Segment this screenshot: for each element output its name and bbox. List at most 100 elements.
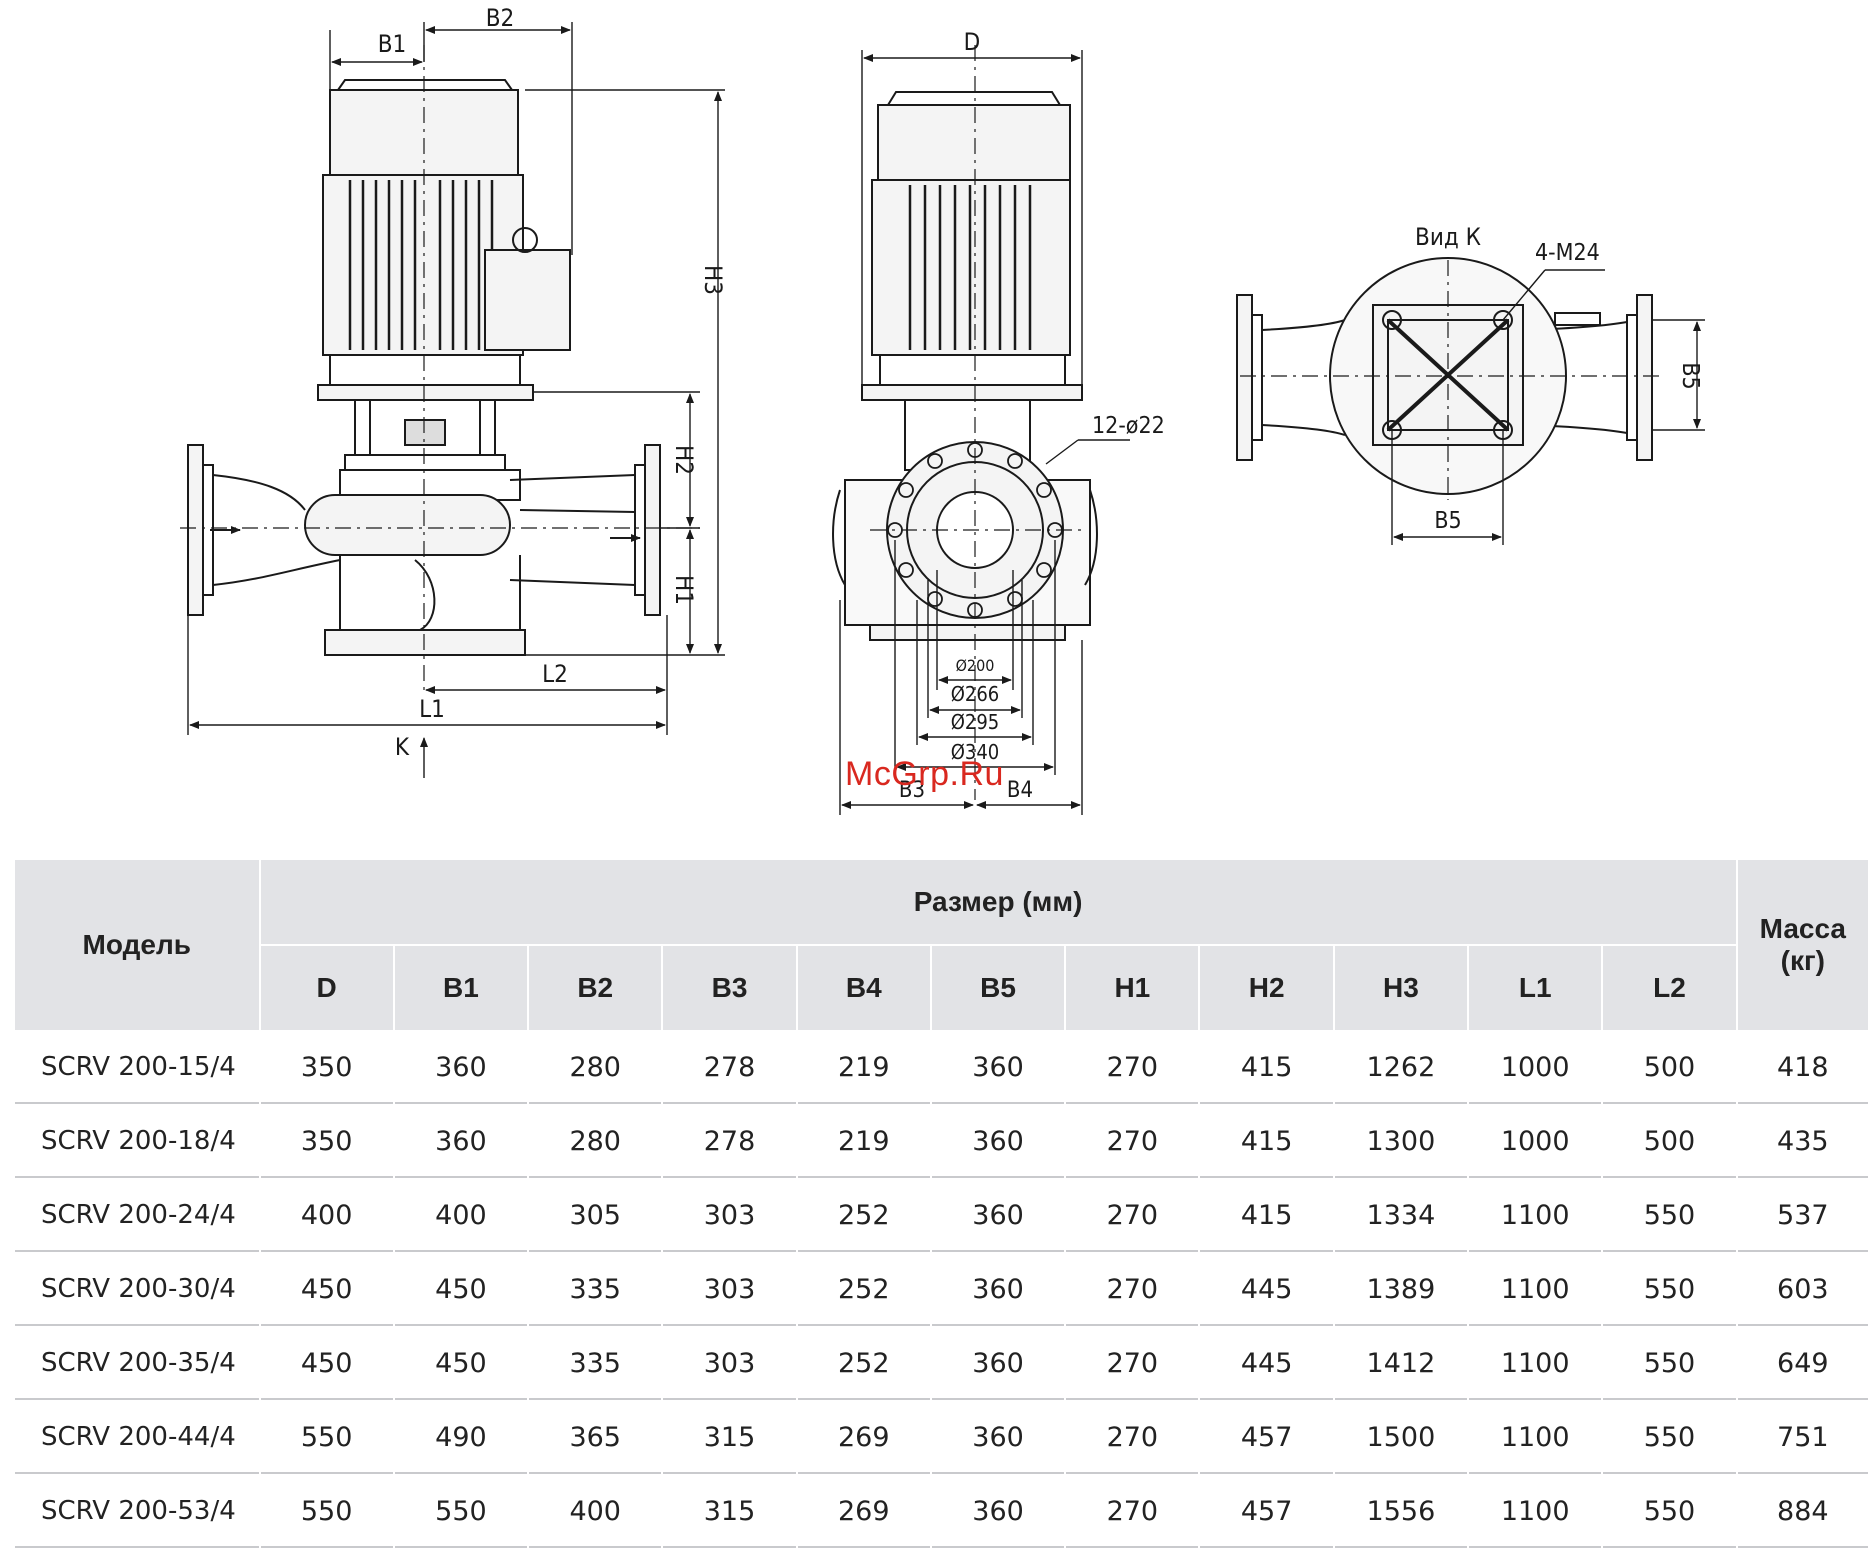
column-header: B1 — [394, 946, 528, 1030]
dimension-cell: 490 — [394, 1402, 528, 1474]
label-b3: B3 — [899, 778, 925, 803]
dimension-cell: 415 — [1200, 1106, 1333, 1178]
mass-cell: 884 — [1737, 1476, 1868, 1548]
front-view — [832, 45, 1098, 800]
column-header: B5 — [931, 946, 1065, 1030]
header-mass-line1: Масса — [1759, 913, 1846, 944]
label-view-k: Вид К — [1415, 223, 1481, 251]
column-header: H3 — [1334, 946, 1468, 1030]
mass-cell: 435 — [1737, 1106, 1868, 1178]
column-header: L2 — [1603, 946, 1736, 1030]
dimension-cell: 550 — [260, 1476, 393, 1548]
model-cell: SCRV 200-18/4 — [15, 1106, 259, 1178]
dimension-cell: 400 — [394, 1180, 528, 1252]
label-b2: B2 — [486, 4, 515, 32]
column-header: B3 — [663, 946, 796, 1030]
dimension-cell: 269 — [797, 1402, 930, 1474]
dimension-cell: 550 — [1603, 1476, 1736, 1548]
dimension-cell: 1500 — [1334, 1402, 1468, 1474]
model-cell: SCRV 200-30/4 — [15, 1254, 259, 1326]
dimension-cell: 450 — [394, 1328, 528, 1400]
dimension-cell: 303 — [663, 1254, 796, 1326]
dimension-cell: 445 — [1200, 1328, 1333, 1400]
front-view-labels: D 12-ø22 Ø200 Ø266 Ø295 Ø340 B3 B4 — [899, 28, 1165, 803]
dimension-cell: 400 — [260, 1180, 393, 1252]
dimension-cell: 1100 — [1469, 1402, 1602, 1474]
dimension-cell: 1100 — [1469, 1328, 1602, 1400]
view-k-labels: Вид К 4-M24 B5 B5 — [1415, 223, 1703, 534]
dimension-cell: 450 — [260, 1328, 393, 1400]
dimension-cell: 550 — [1603, 1402, 1736, 1474]
dimension-cell: 305 — [529, 1180, 662, 1252]
dimension-cell: 252 — [797, 1254, 930, 1326]
dimension-cell: 1412 — [1334, 1328, 1468, 1400]
dimension-cell: 280 — [529, 1106, 662, 1178]
label-dia-200: Ø200 — [956, 656, 995, 675]
dimension-cell: 270 — [1066, 1106, 1199, 1178]
side-view — [180, 45, 700, 690]
dimension-cell: 269 — [797, 1476, 930, 1548]
label-b5-bottom: B5 — [1434, 508, 1461, 534]
mass-cell: 418 — [1737, 1032, 1868, 1104]
dimension-cell: 270 — [1066, 1180, 1199, 1252]
dimension-cell: 219 — [797, 1032, 930, 1104]
dimension-cell: 315 — [663, 1402, 796, 1474]
dimension-cell: 1100 — [1469, 1180, 1602, 1252]
header-mass-line2: (кг) — [1780, 945, 1825, 976]
dimension-cell: 360 — [394, 1106, 528, 1178]
dimension-cell: 278 — [663, 1106, 796, 1178]
dimension-cell: 450 — [394, 1254, 528, 1326]
dimension-cell: 335 — [529, 1328, 662, 1400]
label-h3: H3 — [699, 265, 727, 295]
label-dia-295: Ø295 — [951, 710, 1000, 734]
mass-cell: 649 — [1737, 1328, 1868, 1400]
dimension-cell: 550 — [1603, 1254, 1736, 1326]
pump-drawing: B1 B2 H3 H2 H1 L2 L1 K — [180, 4, 1705, 815]
dimension-cell: 1556 — [1334, 1476, 1468, 1548]
label-b4: B4 — [1007, 778, 1033, 803]
model-cell: SCRV 200-44/4 — [15, 1402, 259, 1474]
dimension-cell: 360 — [931, 1402, 1065, 1474]
dimension-cell: 303 — [663, 1328, 796, 1400]
dimension-cell: 550 — [1603, 1180, 1736, 1252]
dimension-cell: 303 — [663, 1180, 796, 1252]
label-b5-side: B5 — [1677, 362, 1703, 389]
dimension-cell: 1000 — [1469, 1032, 1602, 1104]
dimension-cell: 270 — [1066, 1032, 1199, 1104]
model-cell: SCRV 200-24/4 — [15, 1180, 259, 1252]
dimension-cell: 315 — [663, 1476, 796, 1548]
mass-cell: 537 — [1737, 1180, 1868, 1252]
model-cell: SCRV 200-53/4 — [15, 1476, 259, 1548]
column-header: B4 — [797, 946, 930, 1030]
dimension-cell: 500 — [1603, 1032, 1736, 1104]
header-model: Модель — [15, 860, 259, 1030]
dimension-cell: 280 — [529, 1032, 662, 1104]
label-dia-340: Ø340 — [951, 740, 1000, 764]
column-header: D — [260, 946, 393, 1030]
dimension-cell: 1389 — [1334, 1254, 1468, 1326]
label-dia-266: Ø266 — [951, 682, 1000, 706]
dimension-cell: 500 — [1603, 1106, 1736, 1178]
dimension-cell: 415 — [1200, 1180, 1333, 1252]
view-k — [1236, 257, 1660, 500]
dimension-cell: 1100 — [1469, 1254, 1602, 1326]
header-size: Размер (мм) — [260, 860, 1736, 944]
dimension-cell: 1100 — [1469, 1476, 1602, 1548]
model-cell: SCRV 200-35/4 — [15, 1328, 259, 1400]
dimension-cell: 360 — [931, 1476, 1065, 1548]
dimension-cell: 550 — [394, 1476, 528, 1548]
side-view-labels: B1 B2 H3 H2 H1 L2 L1 K — [378, 4, 727, 761]
dimension-cell: 278 — [663, 1032, 796, 1104]
dimension-cell: 457 — [1200, 1476, 1333, 1548]
view-k-dimensions — [1391, 269, 1705, 545]
label-d: D — [964, 28, 981, 56]
dimension-cell: 1300 — [1334, 1106, 1468, 1178]
dimension-cell: 457 — [1200, 1402, 1333, 1474]
dimension-cell: 252 — [797, 1180, 930, 1252]
